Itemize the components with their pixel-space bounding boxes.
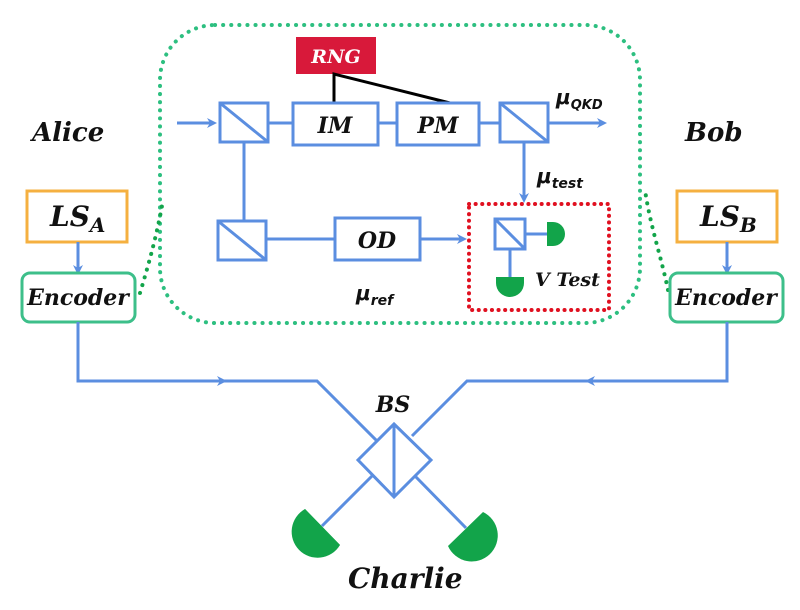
rng-control-wires	[332, 72, 451, 105]
splitter-1-diagonal	[219, 101, 269, 144]
phase-modulator	[395, 101, 481, 147]
bob-zoom-connector	[643, 188, 670, 292]
bs-label: BS	[375, 392, 410, 418]
charlie-label: Charlie	[348, 562, 463, 595]
encoder-zoom-region	[158, 23, 642, 325]
im-label: IM	[317, 113, 353, 139]
bob-laser-source	[675, 189, 779, 244]
mu-test-main: μ	[536, 164, 552, 188]
splitter-4-diagonal	[493, 217, 527, 251]
vtest-detector-right	[547, 222, 565, 246]
alice-laser-source	[25, 189, 129, 244]
bob-ls-main: LS	[699, 200, 740, 233]
pm-label: PM	[417, 113, 460, 139]
mu-test-sub: test	[552, 176, 585, 192]
svg-text:μtest: μtest	[536, 164, 584, 192]
bob-fiber	[410, 322, 729, 438]
mu-qkd-sub: QKD	[571, 98, 603, 113]
alice-ls-main: LS	[49, 200, 90, 233]
svg-text:μref: μref	[355, 281, 395, 309]
intensity-modulator	[291, 101, 380, 147]
od-label: OD	[358, 228, 396, 254]
mu-ref-sub: ref	[371, 293, 395, 309]
alice-ls-sub: A	[88, 213, 106, 237]
alice-label: Alice	[29, 118, 104, 148]
vtest-detector-bottom	[496, 277, 524, 297]
alice-zoom-connector	[138, 198, 165, 295]
mu-ref-main: μ	[355, 281, 371, 305]
splitter-2-diagonal	[499, 101, 549, 144]
rng-label: RNG	[310, 46, 360, 68]
splitter-3-diagonal	[217, 219, 267, 262]
alice-fiber	[76, 322, 390, 454]
detector-right	[448, 512, 498, 562]
bob-encoder-label: Encoder	[674, 285, 778, 311]
bs-output-left	[320, 474, 374, 528]
bob-ls-sub: B	[739, 213, 757, 237]
svg-text:LSA: LSA	[49, 200, 105, 237]
bs-output-right	[413, 474, 468, 530]
v-test-box	[467, 202, 611, 312]
rng-box	[296, 37, 376, 74]
bob-label: Bob	[684, 118, 743, 148]
v-test-label: V Test	[535, 269, 600, 291]
svg-text:LSB: LSB	[699, 200, 757, 237]
svg-text:μQKD: μQKD	[555, 85, 603, 113]
alice-encoder-label: Encoder	[26, 285, 130, 311]
optical-delay	[333, 216, 422, 262]
detector-left-body	[291, 509, 340, 558]
mu-qkd-main: μ	[555, 85, 571, 109]
